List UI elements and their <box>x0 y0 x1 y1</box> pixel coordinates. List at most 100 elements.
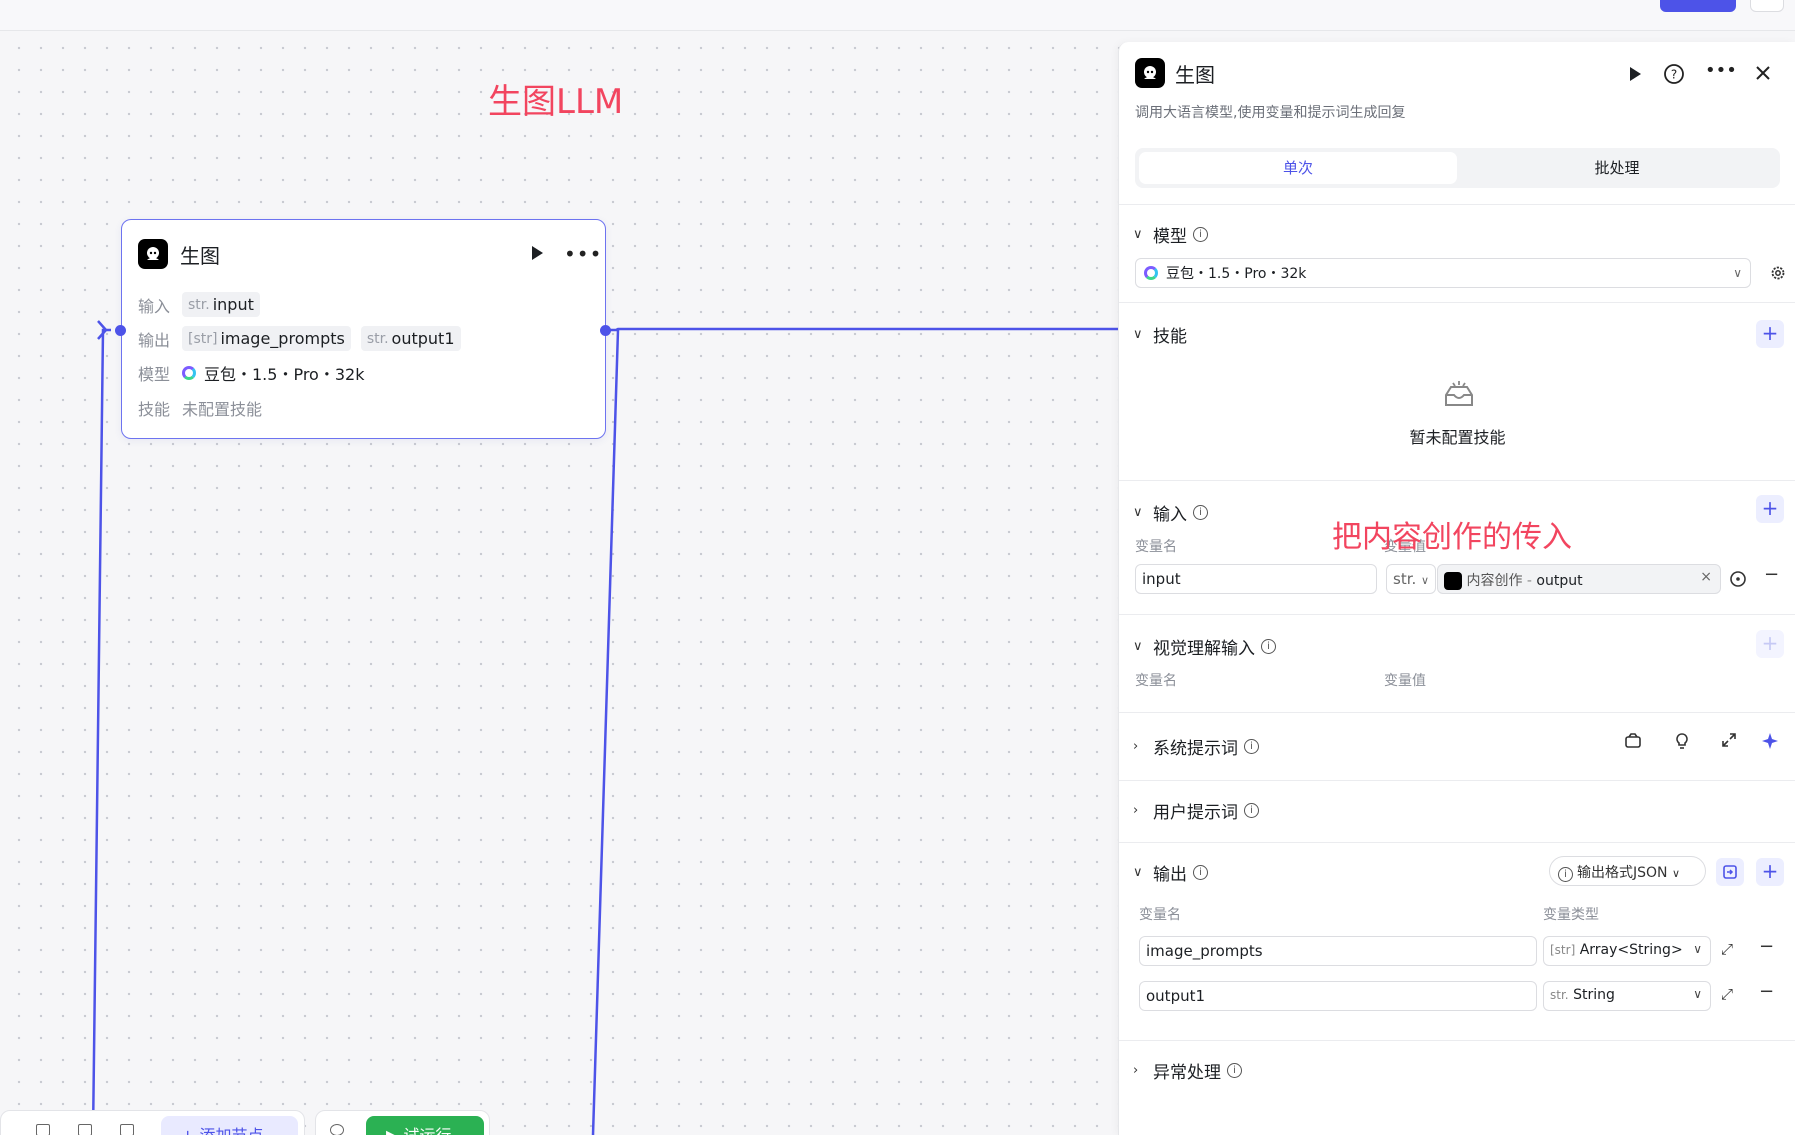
gear-icon[interactable] <box>1770 265 1786 281</box>
svg-text:?: ? <box>1671 68 1677 82</box>
input-reference-field[interactable]: 内容创作 - output × <box>1437 564 1721 594</box>
layout-icon[interactable] <box>78 1124 92 1135</box>
input-col-name: 变量名 <box>1135 539 1177 555</box>
vision-col-name: 变量名 <box>1135 673 1177 689</box>
fit-view-icon[interactable] <box>120 1124 134 1135</box>
node-input-row: 输入 str.input <box>138 292 270 317</box>
section-title: 用户提示词 <box>1153 803 1238 823</box>
model-section-header[interactable]: ∨ 模型 i <box>1133 222 1208 247</box>
info-icon[interactable]: i <box>1193 505 1208 520</box>
tag-value: output1 <box>391 329 455 348</box>
tab-single[interactable]: 单次 <box>1139 152 1457 184</box>
chevron-right-icon: › <box>1133 739 1139 754</box>
skills-empty-text: 暂未配置技能 <box>1409 428 1506 447</box>
publish-button[interactable] <box>1660 0 1736 12</box>
remove-output-button[interactable]: − <box>1759 936 1775 957</box>
info-icon[interactable]: i <box>1244 739 1259 754</box>
panel-run-icon[interactable] <box>1627 66 1643 82</box>
output-type-select[interactable]: str. String ∨ <box>1543 981 1711 1011</box>
section-title: 视觉理解输入 <box>1153 639 1255 659</box>
ai-sparkle-icon[interactable] <box>1761 732 1779 750</box>
output-type-select[interactable]: [str] Array<String> ∨ <box>1543 936 1711 966</box>
debug-icon[interactable] <box>330 1124 344 1135</box>
panel-header: 生图 <box>1135 58 1215 88</box>
add-skill-button[interactable]: + <box>1756 320 1784 348</box>
vision-input-section-header[interactable]: ∨ 视觉理解输入 i <box>1133 634 1276 659</box>
output-format-label: 输出格式JSON <box>1577 865 1668 881</box>
chevron-down-icon: ∨ <box>1693 942 1702 956</box>
info-icon[interactable]: i <box>1227 1063 1242 1078</box>
info-icon[interactable]: i <box>1244 803 1259 818</box>
clear-icon[interactable]: × <box>1700 569 1712 585</box>
add-input-button[interactable]: + <box>1756 495 1784 523</box>
node-skill-value: 未配置技能 <box>182 400 263 419</box>
node-output-port[interactable] <box>600 325 611 336</box>
more-button[interactable] <box>1750 0 1784 12</box>
section-title: 异常处理 <box>1153 1063 1221 1083</box>
ref-field-name: output <box>1536 573 1583 589</box>
divider <box>1119 780 1795 781</box>
skills-section-header[interactable]: ∨ 技能 <box>1133 322 1187 347</box>
panel-title: 生图 <box>1175 62 1215 87</box>
chevron-down-icon: ∨ <box>1133 327 1143 342</box>
divider <box>1119 480 1795 481</box>
ref-node-name: 内容创作 <box>1466 573 1523 589</box>
help-icon[interactable]: ? <box>1663 63 1685 85</box>
output-name-field[interactable]: output1 <box>1139 981 1537 1011</box>
output-col-name: 变量名 <box>1139 907 1181 923</box>
add-node-button[interactable]: + 添加节点 <box>161 1116 298 1135</box>
type-prefix: str. <box>1550 988 1569 1002</box>
node-model-label: 模型 <box>138 365 171 384</box>
remove-output-button[interactable]: − <box>1759 981 1775 1002</box>
panel-more-icon[interactable]: ••• <box>1705 60 1737 81</box>
expand-icon[interactable] <box>1721 732 1737 748</box>
close-icon[interactable] <box>1755 65 1771 81</box>
run-mode-tabs: 单次 批处理 <box>1135 148 1780 188</box>
divider <box>1119 302 1795 303</box>
info-icon[interactable]: i <box>1261 639 1276 654</box>
chevron-down-icon: ∨ <box>1693 987 1702 1001</box>
chevron-down-icon: ∨ <box>1733 266 1742 280</box>
doubao-model-icon <box>1144 266 1158 280</box>
ref-separator: - <box>1522 573 1537 589</box>
info-icon[interactable]: i <box>1193 227 1208 242</box>
type-prefix: [str] <box>1550 943 1576 957</box>
chevron-right-icon: › <box>1133 1063 1139 1078</box>
prompt-library-icon[interactable] <box>1624 732 1642 750</box>
type-prefix: [str] <box>188 330 218 347</box>
llm-node-card[interactable]: 生图 ••• 输入 str.input 输出 [str]image_prompt… <box>121 219 606 439</box>
section-title: 技能 <box>1153 327 1187 347</box>
user-prompt-section-header[interactable]: › 用户提示词 i <box>1133 798 1259 823</box>
output-name-field[interactable]: image_prompts <box>1139 936 1537 966</box>
import-output-button[interactable] <box>1716 858 1744 886</box>
model-select[interactable]: 豆包・1.5・Pro・32k ∨ <box>1135 258 1751 288</box>
node-input-port[interactable] <box>115 325 126 336</box>
info-icon[interactable]: i <box>1193 865 1208 880</box>
node-run-icon[interactable] <box>528 244 546 262</box>
info-icon: i <box>1558 867 1573 882</box>
node-more-icon[interactable]: ••• <box>564 242 603 266</box>
node-input-tag: str.input <box>182 292 260 317</box>
add-output-button[interactable]: + <box>1756 858 1784 886</box>
tab-batch[interactable]: 批处理 <box>1594 159 1640 177</box>
remove-input-button[interactable]: − <box>1764 564 1780 585</box>
add-vision-input-button[interactable]: + <box>1756 630 1784 658</box>
exception-section-header[interactable]: › 异常处理 i <box>1133 1058 1242 1083</box>
input-type-select[interactable]: str. ∨ <box>1386 564 1436 594</box>
chevron-down-icon: ∨ <box>1133 865 1143 880</box>
lightbulb-icon[interactable] <box>1674 732 1690 750</box>
system-prompt-section-header[interactable]: › 系统提示词 i <box>1133 734 1259 759</box>
expand-icon[interactable]: ⤢ <box>1721 940 1734 958</box>
divider <box>1119 1040 1795 1041</box>
section-title: 输出 <box>1153 865 1187 885</box>
trial-run-button[interactable]: ▶ 试运行 <box>366 1116 484 1135</box>
output-col-type: 变量类型 <box>1543 907 1599 923</box>
expand-icon[interactable]: ⤢ <box>1721 985 1734 1003</box>
input-name-field[interactable]: input <box>1135 564 1377 594</box>
output-section-header[interactable]: ∨ 输出 i <box>1133 860 1208 885</box>
minimap-icon[interactable] <box>36 1124 50 1135</box>
input-section-header[interactable]: ∨ 输入 i <box>1133 500 1208 525</box>
variable-picker-icon[interactable] <box>1729 570 1747 588</box>
doubao-model-icon <box>182 366 196 380</box>
